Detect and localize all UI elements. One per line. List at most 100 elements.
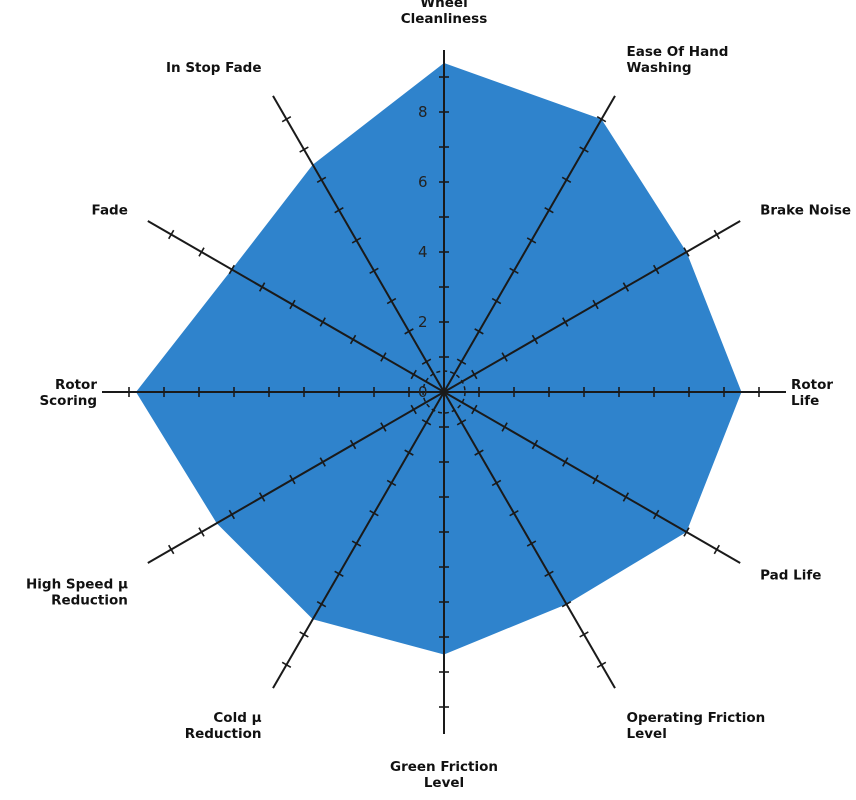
r-tick-label: 8 <box>418 103 428 121</box>
axis-tick <box>596 116 607 123</box>
axis-tick <box>334 570 344 578</box>
axis-tick <box>228 264 236 275</box>
axis-tick <box>351 237 362 244</box>
axis-tick <box>471 369 478 380</box>
axis-tick <box>228 509 236 520</box>
axis-tick <box>652 509 660 520</box>
axis-line <box>443 220 741 393</box>
axis-tick <box>531 439 539 450</box>
r-tick-label: 2 <box>418 313 428 331</box>
axis-label: Fade <box>92 203 128 219</box>
axis-tick <box>421 419 432 426</box>
axis-tick <box>622 282 630 292</box>
r-tick-label: 4 <box>418 243 428 261</box>
axis-tick <box>501 352 508 362</box>
axis-tick <box>168 544 175 555</box>
axis-tick <box>386 479 397 487</box>
axis-tick <box>622 492 630 502</box>
axis-line <box>443 95 616 393</box>
axis-tick <box>319 317 326 327</box>
axis-tick <box>349 334 357 345</box>
axis-tick <box>683 247 690 257</box>
axis-tick <box>319 457 326 467</box>
axis-line <box>272 391 445 689</box>
axis-tick <box>410 404 417 415</box>
axis-9 <box>102 387 444 397</box>
axis-2 <box>443 220 741 393</box>
axis-tick <box>474 449 484 456</box>
axis-1 <box>443 95 616 393</box>
axis-tick <box>456 419 467 426</box>
axis-tick <box>544 206 554 214</box>
axis-tick <box>531 334 539 345</box>
axis-7 <box>272 391 445 689</box>
axis-tick <box>596 661 607 668</box>
axis-tick <box>592 474 599 485</box>
axis-0 <box>439 50 449 392</box>
axis-tick <box>471 404 478 415</box>
axis-tick <box>299 631 309 638</box>
axis-3 <box>444 387 786 397</box>
axis-tick <box>509 510 519 517</box>
axis-tick <box>258 282 266 292</box>
axis-tick <box>168 229 175 240</box>
axis-tick <box>491 479 502 487</box>
axis-4 <box>443 391 741 564</box>
axis-line <box>147 391 445 564</box>
axis-tick <box>526 540 537 547</box>
axis-line <box>443 391 616 689</box>
axis-tick <box>404 328 414 335</box>
axis-tick <box>579 631 589 638</box>
center-circle <box>422 370 466 414</box>
axis-tick <box>316 600 327 608</box>
axis-tick <box>501 422 508 432</box>
axis-label: In Stop Fade <box>166 60 262 76</box>
axis-tick <box>349 439 357 450</box>
axis-tick <box>491 297 502 305</box>
axis-tick <box>544 570 554 578</box>
axis-tick <box>369 267 379 274</box>
axis-tick <box>198 527 205 537</box>
axis-tick <box>289 299 296 310</box>
axis-tick <box>456 358 467 365</box>
axis-tick <box>281 116 292 123</box>
axis-tick <box>289 474 296 485</box>
axis-tick <box>561 600 572 608</box>
axis-tick <box>404 449 414 456</box>
axis-tick <box>562 457 569 467</box>
axis-tick <box>683 527 690 537</box>
axis-tick <box>713 229 720 240</box>
axis-tick <box>258 492 266 502</box>
axis-tick <box>380 352 387 362</box>
axis-tick <box>198 247 205 257</box>
axis-tick <box>579 146 589 153</box>
axis-tick <box>410 369 417 380</box>
axis-label: Brake Noise <box>760 203 851 219</box>
axis-tick <box>474 328 484 335</box>
axis-tick <box>386 297 397 305</box>
axis-line <box>272 95 445 393</box>
series-area <box>136 63 742 655</box>
axis-8 <box>147 391 445 564</box>
axis-tick <box>334 206 344 214</box>
axis-tick <box>316 176 327 184</box>
axis-tick <box>526 237 537 244</box>
axis-tick <box>713 544 720 555</box>
axis-tick <box>281 661 292 668</box>
axis-tick <box>592 299 599 310</box>
axis-tick <box>561 176 572 184</box>
axis-tick <box>652 264 660 275</box>
axis-tick <box>351 540 362 547</box>
axis-6 <box>439 392 449 734</box>
axis-tick <box>509 267 519 274</box>
axis-tick <box>369 510 379 517</box>
axis-tick <box>421 358 432 365</box>
